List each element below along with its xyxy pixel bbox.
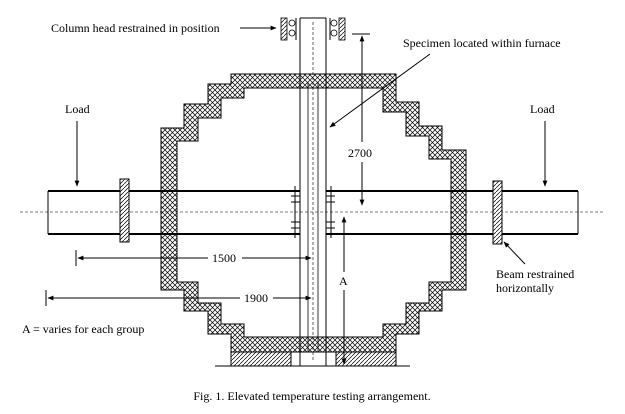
connection-right [326,186,335,238]
load-right-label: Load [530,102,555,116]
connection-left [291,186,300,238]
beam-restrained-label-line2: horizontally [496,281,554,295]
column-head-restraint-left [280,17,297,41]
load-plate-right [492,180,503,245]
load-plate-left [119,178,130,243]
dim-a-label: A [339,274,348,288]
base-block-right [335,351,397,367]
column-head-label: Column head restrained in position [51,21,220,35]
furnace-wall [160,73,467,353]
a-note: A = varies for each group [22,322,144,336]
beam-restrained-label-line1: Beam restrained [496,267,574,281]
figure-caption: Fig. 1. Elevated temperature testing arr… [193,389,430,403]
dim-1900-label: 1900 [244,291,268,305]
dim-2700-label: 2700 [348,146,372,160]
beam-restrained-leader [503,241,526,265]
column-head-restraint-right [329,17,346,41]
load-left-label: Load [65,102,90,116]
specimen-label: Specimen located within furnace [403,36,561,50]
base-block-left [230,351,292,367]
dim-1500-label: 1500 [212,251,236,265]
specimen-leader [329,53,431,128]
